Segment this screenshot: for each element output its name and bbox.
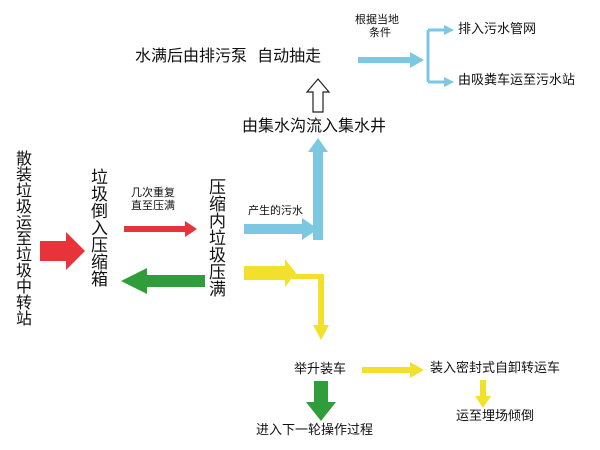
blue-branch-top-head	[444, 25, 454, 35]
node-transfer-station: 散装垃圾运至垃圾中转站	[13, 150, 32, 326]
node-sealed-truck: 装入密封式自卸转运车	[430, 361, 561, 376]
label-generated-sewage: 产生的污水	[248, 204, 303, 217]
label-repeat-1: 几次重复	[131, 186, 175, 199]
red-arrow-repeat	[124, 221, 197, 237]
node-collect-well: 由集水沟流入集水井	[242, 116, 387, 135]
label-local-cond-1: 根据当地	[355, 13, 399, 26]
node-landfill: 运至埋场倾倒	[456, 409, 535, 424]
node-dump-into-compressor: 垃圾倒入压缩箱	[87, 168, 107, 287]
node-lift-load: 举升装车	[294, 362, 347, 377]
yellow-arrow-right	[244, 259, 296, 287]
blue-branch-bottom-head	[444, 77, 454, 87]
yellow-arrow-to-truck	[362, 362, 424, 378]
node-compress-full: 压缩内垃圾压满	[205, 178, 225, 297]
blue-arrow-up	[308, 138, 328, 240]
node-suction-truck: 由吸粪车运至污水站	[458, 73, 576, 88]
yellow-arrow-down-shaft	[313, 274, 329, 340]
green-arrow-back	[121, 268, 205, 294]
blue-arrow-sewage	[244, 218, 318, 240]
label-repeat-2: 直至压满	[131, 199, 175, 212]
yellow-arrow-to-landfill	[475, 380, 491, 408]
red-arrow-to-compressor	[40, 232, 85, 270]
hollow-arrow-up	[305, 78, 331, 113]
yellow-arrow-down	[292, 274, 323, 279]
node-sewer: 排入污水管网	[458, 22, 537, 37]
node-pump-out: 水满后由排污泵 自动抽走	[135, 46, 322, 65]
green-arrow-down	[306, 381, 336, 421]
blue-arrow-pump	[358, 52, 424, 68]
label-local-cond-2: 条件	[369, 26, 391, 39]
node-next-round: 进入下一轮操作过程	[256, 423, 374, 438]
